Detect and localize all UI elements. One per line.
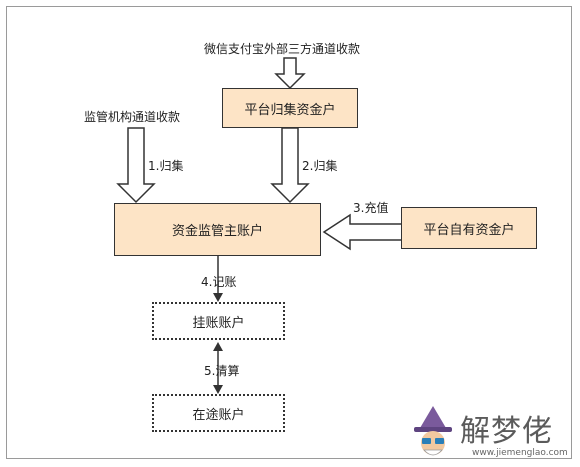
node-platform-own: 平台自有资金户 <box>401 207 537 249</box>
node-pending-account: 挂账账户 <box>152 302 285 340</box>
source-regulator: 监管机构通道收款 <box>84 110 181 124</box>
arrow-hollow-3 <box>322 213 403 251</box>
diagram-frame <box>6 6 572 459</box>
watermark-brand: 解梦佬 <box>460 414 553 449</box>
arrow-4-head <box>213 293 223 302</box>
watermark: 解梦佬 www.jiemenglao.com <box>408 404 568 462</box>
arrow-hollow-2 <box>270 127 310 204</box>
wizard-hat-icon <box>414 406 452 456</box>
node-main-account: 资金监管主账户 <box>114 203 321 256</box>
arrow-5-head-down <box>213 385 223 394</box>
edge-label-2: 2.归集 <box>302 159 338 173</box>
edge-label-3: 3.充值 <box>353 201 389 215</box>
arrow-hollow-1 <box>116 127 156 204</box>
watermark-url: www.jiemenglao.com <box>472 448 568 458</box>
edge-label-4: 4.记账 <box>201 275 237 289</box>
arrow-hollow-third-party <box>274 57 306 90</box>
source-third-party: 微信支付宝外部三方通道收款 <box>204 42 361 56</box>
node-platform-collection: 平台归集资金户 <box>222 88 358 128</box>
edge-label-5: 5.清算 <box>204 364 240 378</box>
arrow-5-head-up <box>213 342 223 351</box>
edge-label-1: 1.归集 <box>148 159 184 173</box>
node-in-transit-account: 在途账户 <box>152 394 285 432</box>
